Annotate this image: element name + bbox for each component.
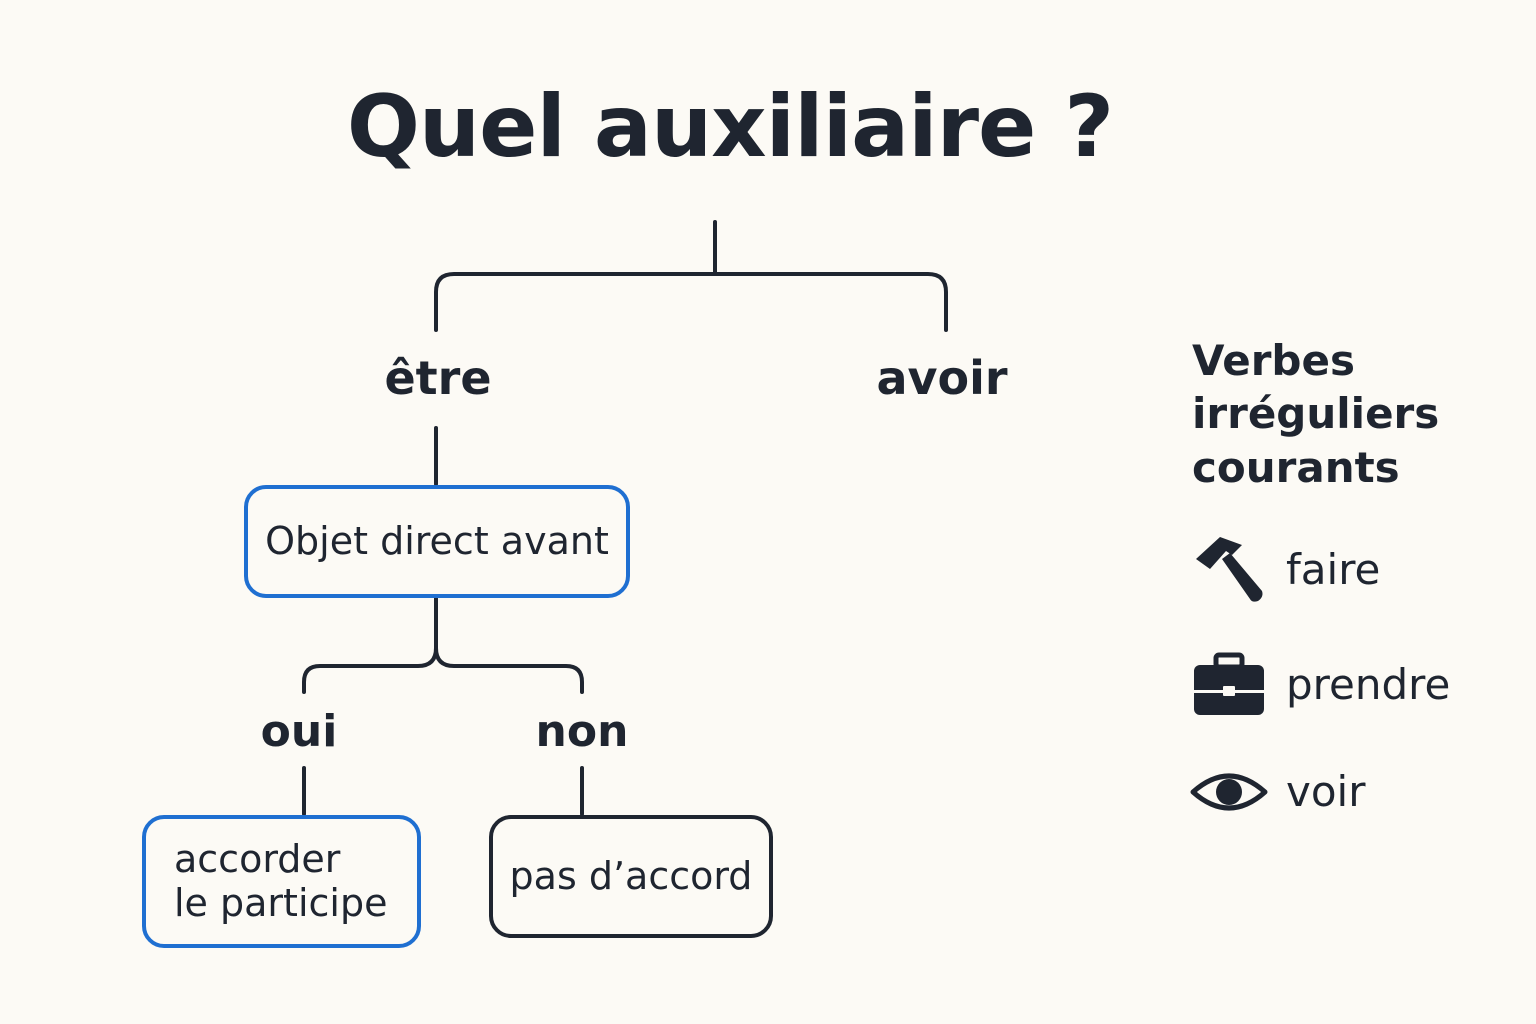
hammer-icon [1190,531,1268,609]
branch-label-avoir: avoir [876,351,1008,405]
result-box-accorder: accorder le participe [142,815,421,948]
verb-item-voir: voir [1190,752,1366,832]
eye-icon [1190,753,1268,831]
sidebar-heading-line-1: Verbes [1192,336,1355,385]
diagram-title: Quel auxiliaire ? [346,77,1114,177]
result-pas-daccord-text: pas d’accord [509,853,753,898]
connector-split-etre-avoir [434,272,948,332]
answer-label-oui: oui [260,706,338,757]
answer-label-non: non [535,706,629,757]
verb-item-prendre: prendre [1190,645,1450,725]
question-box-text: Objet direct avant [265,518,609,563]
briefcase-icon [1190,646,1268,724]
question-box-objet-direct: Objet direct avant [244,485,630,598]
sidebar-heading-line-3: courants [1192,442,1400,492]
connector-box-to-non [434,646,584,694]
verb-label-faire: faire [1286,545,1381,594]
sidebar-heading: Verbes irréguliers courants [1192,334,1492,494]
verb-label-voir: voir [1286,767,1366,816]
result-accorder-line-1: accorder [174,836,341,881]
sidebar-heading-line-2: irréguliers [1192,389,1440,439]
branch-label-etre: être [384,351,492,405]
verb-label-prendre: prendre [1286,660,1451,709]
verb-item-faire: faire [1190,530,1380,610]
connector-box-trunk [302,596,438,694]
result-box-pas-daccord: pas d’accord [489,815,773,938]
result-accorder-line-2: le participe [174,880,388,925]
